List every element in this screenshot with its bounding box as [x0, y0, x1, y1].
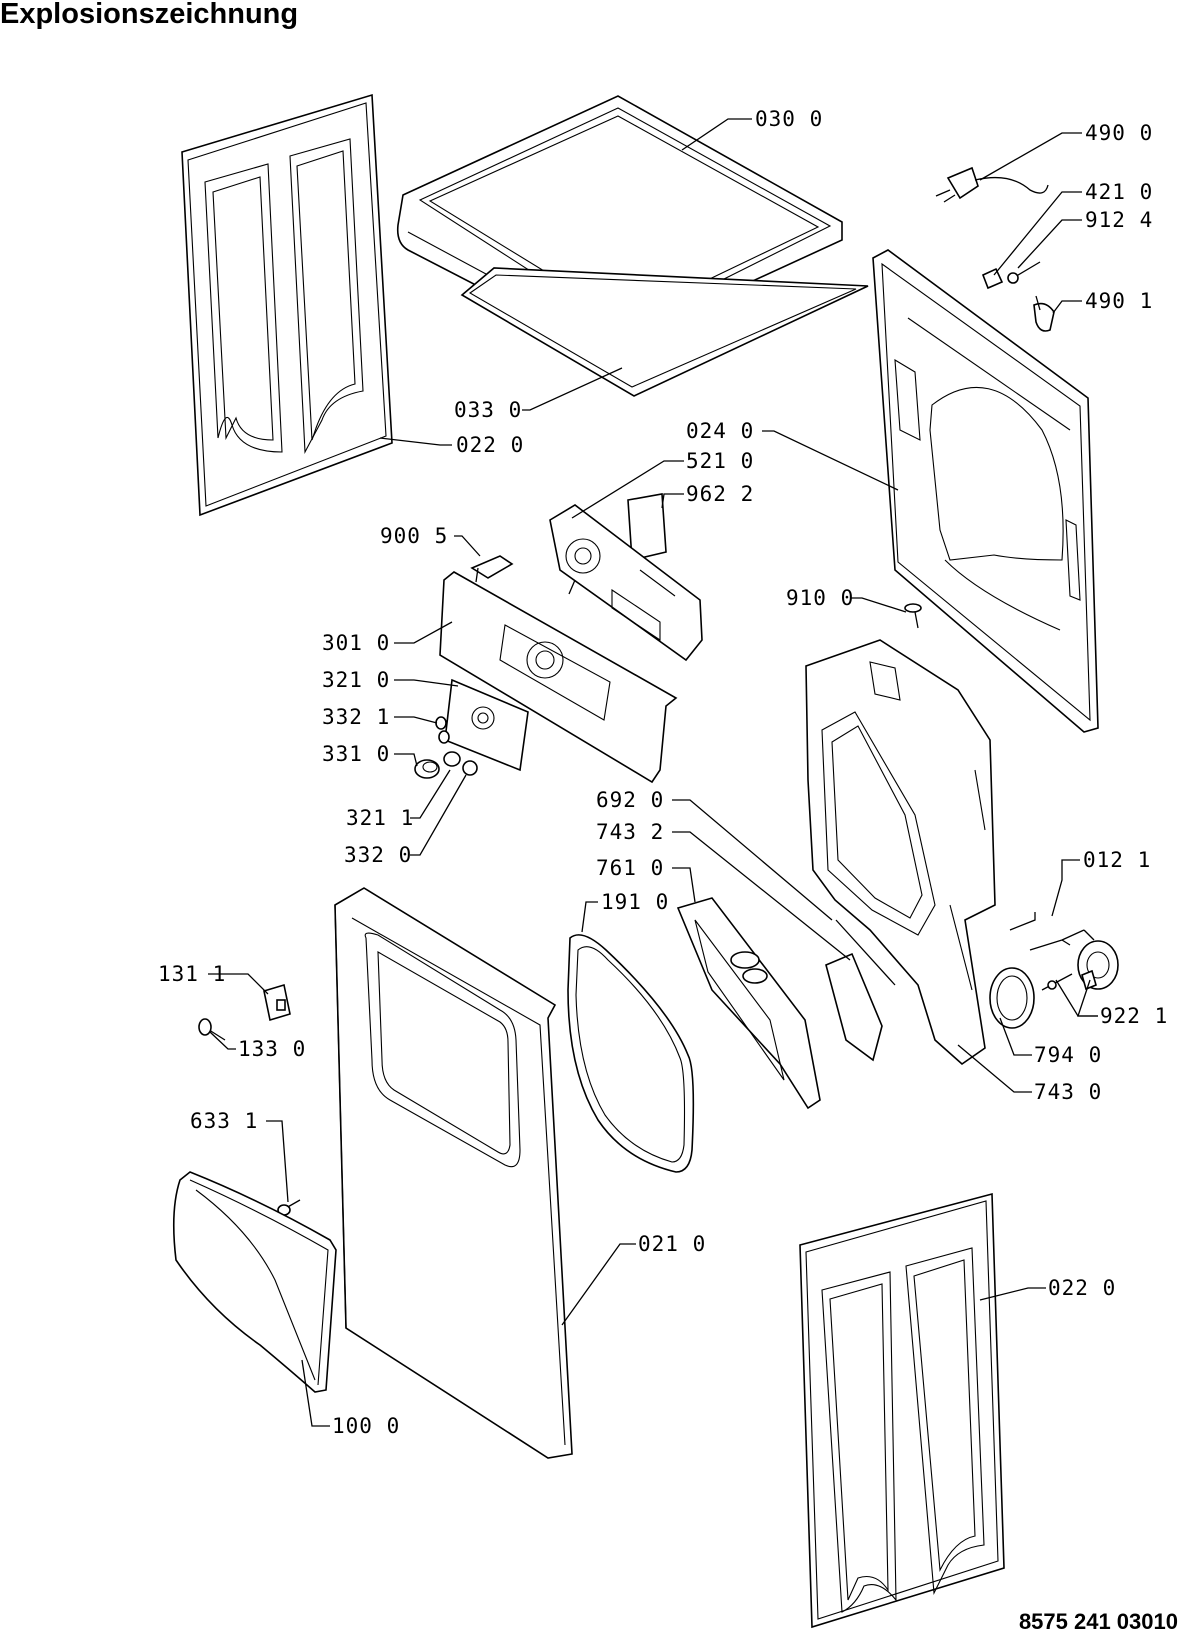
- part-label-332-0: 332 0: [344, 843, 412, 867]
- rear-panel: [872, 249, 1099, 733]
- part-label-761-0: 761 0: [596, 856, 664, 880]
- part-label-033-0: 033 0: [454, 398, 522, 422]
- front-panel: [334, 887, 573, 1459]
- part-label-022-0-lower: 022 0: [1048, 1276, 1116, 1300]
- part-label-912-4: 912 4: [1085, 208, 1153, 232]
- part-label-024-0: 024 0: [686, 419, 754, 443]
- bearing-assembly: [989, 929, 1119, 1029]
- part-label-633-1: 633 1: [190, 1109, 258, 1133]
- part-label-922-1: 922 1: [1100, 1004, 1168, 1028]
- part-label-012-1: 012 1: [1083, 848, 1151, 872]
- part-label-490-1: 490 1: [1085, 289, 1153, 313]
- part-label-743-2: 743 2: [596, 820, 664, 844]
- leader-lines: [208, 118, 1098, 1427]
- hinge-pin: [198, 1018, 226, 1041]
- part-label-321-1: 321 1: [346, 806, 414, 830]
- spindle-332-0: [462, 760, 478, 776]
- part-label-962-2: 962 2: [686, 482, 754, 506]
- screw-910-0: [904, 603, 922, 629]
- part-label-321-0: 321 0: [322, 668, 390, 692]
- knob-panel: [444, 678, 529, 772]
- cord-clamp: [1033, 295, 1055, 332]
- part-label-900-5: 900 5: [380, 524, 448, 548]
- part-label-022-0-upper: 022 0: [456, 433, 524, 457]
- buttons-332-1: [435, 716, 450, 744]
- side-panel-upper-left: [181, 93, 393, 517]
- part-labels: 030 0 490 0 421 0 912 4 490 1 033 0 022 …: [158, 107, 1168, 1438]
- part-label-030-0: 030 0: [755, 107, 823, 131]
- part-label-021-0: 021 0: [638, 1232, 706, 1256]
- part-label-521-0: 521 0: [686, 449, 754, 473]
- clip-922-1: [1081, 969, 1097, 991]
- control-panel-fascia: [439, 571, 678, 784]
- lower-cover-plate: [460, 267, 869, 397]
- knob-331-0: [414, 759, 440, 779]
- control-board: [549, 504, 703, 662]
- screw-912-4: [1007, 261, 1041, 284]
- part-label-490-0: 490 0: [1085, 121, 1153, 145]
- part-label-100-0: 100 0: [332, 1414, 400, 1438]
- side-panel-lower-right: [799, 1192, 1005, 1629]
- part-label-191-0: 191 0: [601, 890, 669, 914]
- seal-743-2: [825, 952, 883, 1062]
- document-number: 8575 241 03010: [1018, 1609, 1178, 1634]
- lint-filter: [676, 897, 821, 1110]
- part-label-692-0: 692 0: [596, 788, 664, 812]
- label-card: [627, 493, 667, 561]
- connector-block: [981, 267, 1004, 290]
- part-label-131-1: 131 1: [158, 962, 226, 986]
- hinge-screw: [277, 1199, 301, 1216]
- switch-900-5: [470, 555, 514, 583]
- ring-321-1: [443, 751, 461, 767]
- power-cord: [935, 166, 1049, 203]
- part-label-331-0: 331 0: [322, 742, 390, 766]
- part-label-133-0: 133 0: [238, 1037, 306, 1061]
- door-gasket: [567, 934, 695, 1173]
- door: [172, 1171, 337, 1393]
- part-label-332-1: 332 1: [322, 705, 390, 729]
- door-lock: [263, 983, 291, 1022]
- part-label-743-0: 743 0: [1034, 1080, 1102, 1104]
- part-label-794-0: 794 0: [1034, 1043, 1102, 1067]
- part-label-421-0: 421 0: [1085, 180, 1153, 204]
- inner-front-frame: [805, 639, 996, 1066]
- page-title: Explosionszeichnung: [0, 0, 299, 30]
- part-label-301-0: 301 0: [322, 631, 390, 655]
- part-label-910-0: 910 0: [786, 586, 854, 610]
- sensor-strip: [835, 919, 896, 986]
